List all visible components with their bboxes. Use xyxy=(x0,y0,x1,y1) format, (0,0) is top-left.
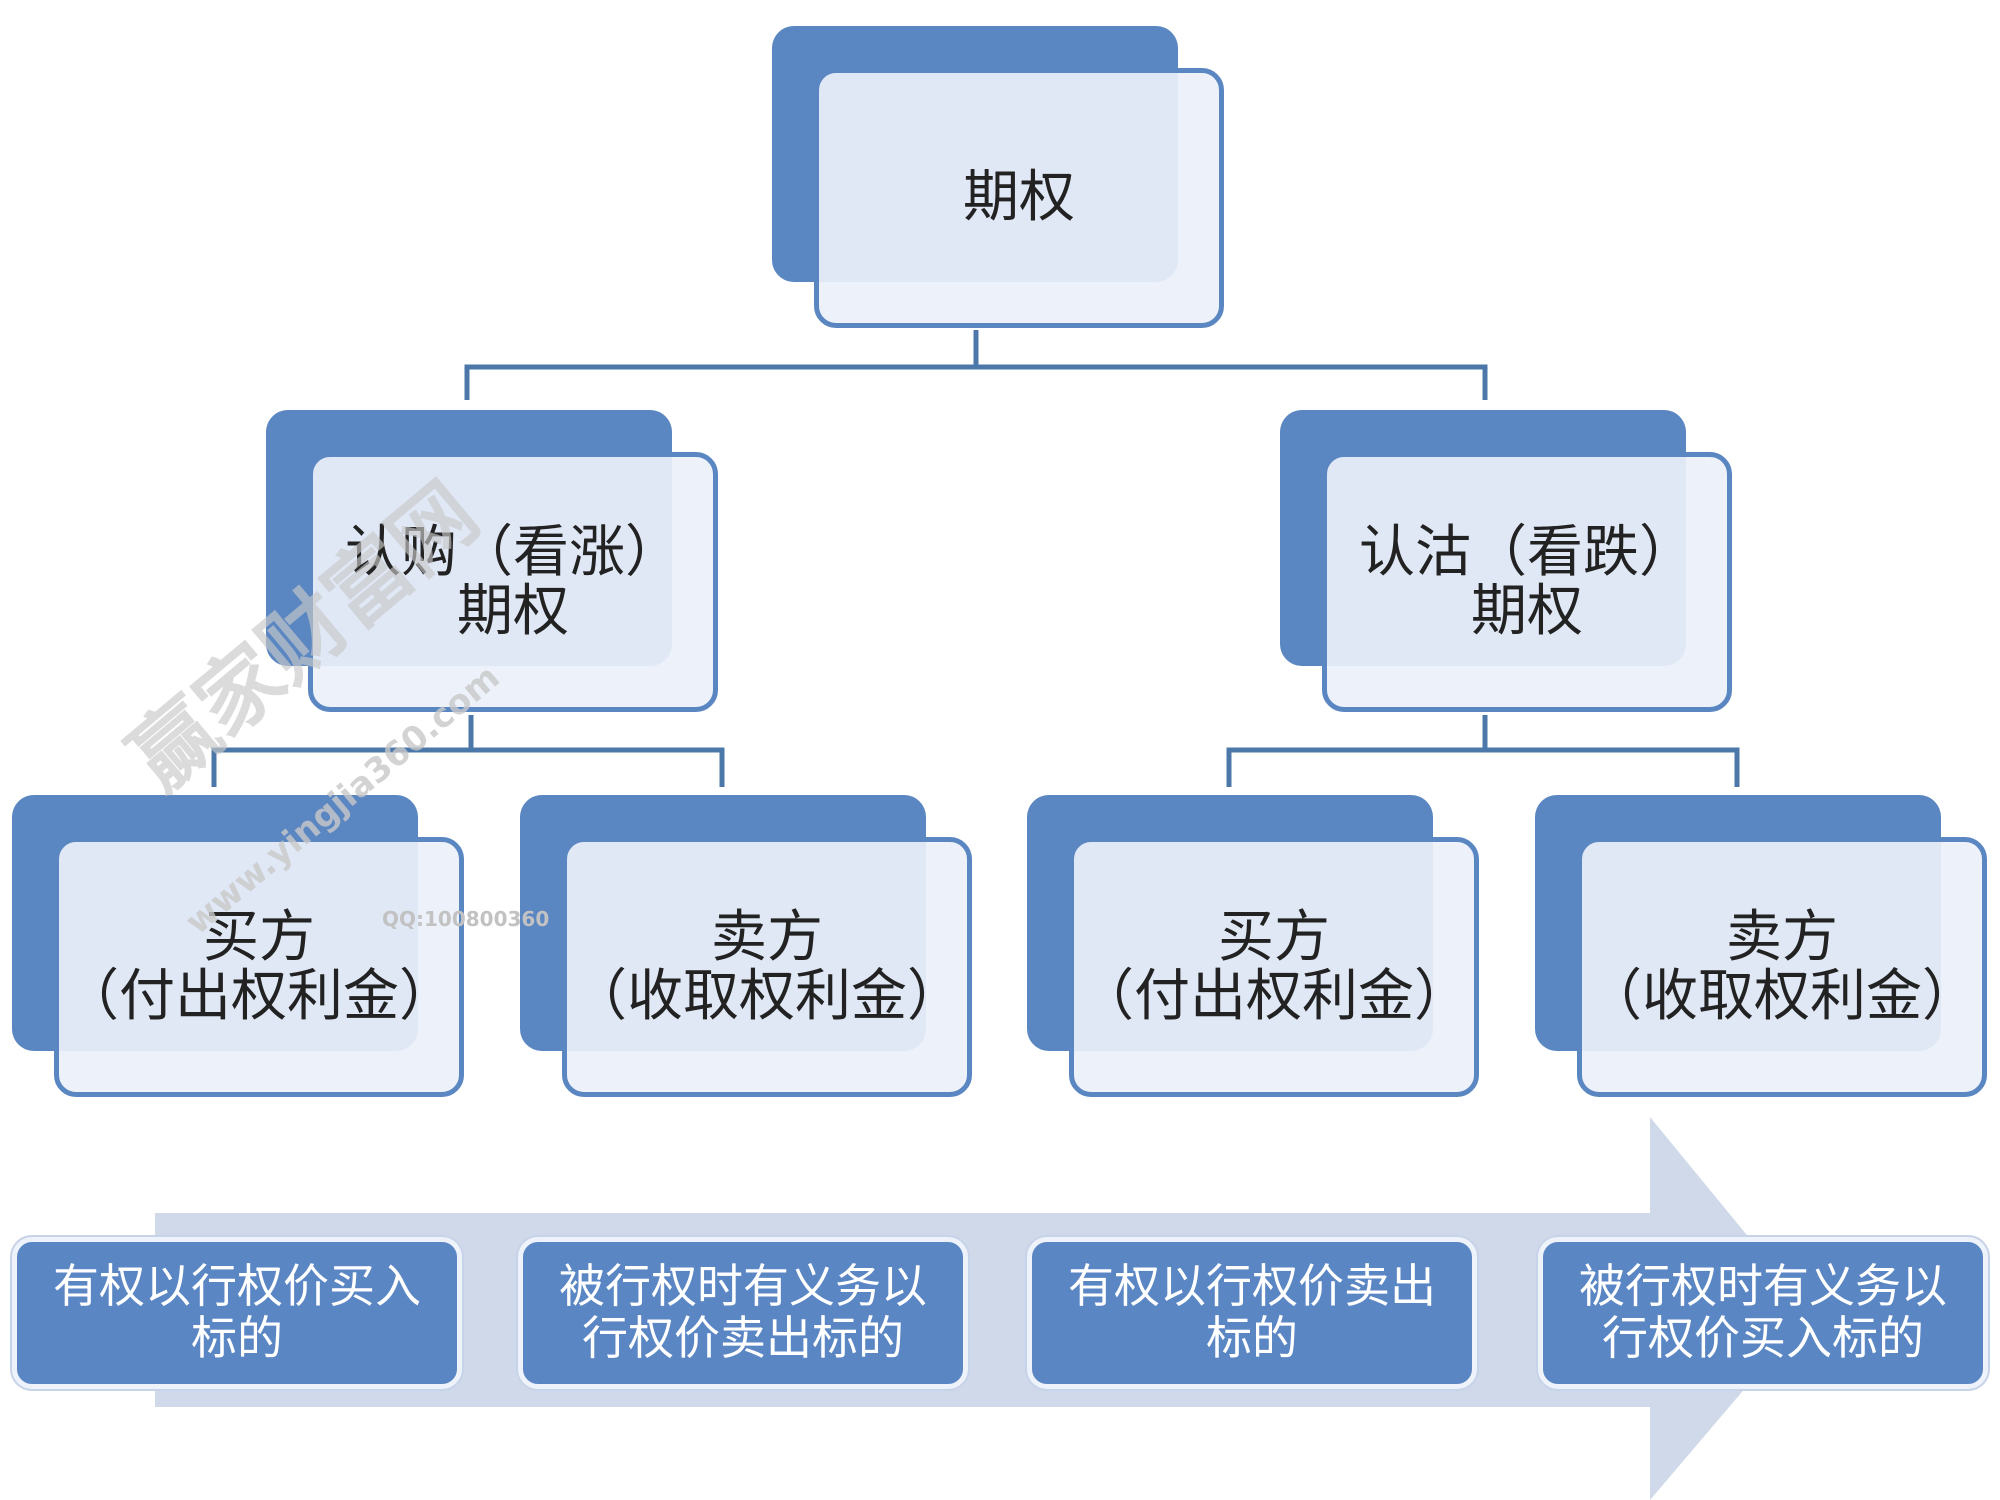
desc-call-buyer: 有权以行权价买入 标的 xyxy=(12,1237,462,1389)
node-put-label: 认沽（看跌） 期权 xyxy=(1322,452,1732,712)
watermark-qq: QQ:100800360 xyxy=(382,907,550,931)
node-put-seller-label: 卖方 （收取权利金） xyxy=(1577,837,1987,1097)
desc-put-seller: 被行权时有义务以 行权价买入标的 xyxy=(1538,1237,1988,1389)
connector-root xyxy=(464,330,1488,400)
desc-call-seller: 被行权时有义务以 行权价卖出标的 xyxy=(518,1237,968,1389)
connector-call xyxy=(211,715,725,787)
connector-put xyxy=(1226,715,1740,787)
node-put-buyer-label: 买方 （付出权利金） xyxy=(1069,837,1479,1097)
progress-arrow xyxy=(155,1117,1810,1500)
node-call-seller-label: 卖方 （收取权利金） xyxy=(562,837,972,1097)
node-call-label: 认购（看涨） 期权 xyxy=(308,452,718,712)
node-call-buyer-label: 买方 （付出权利金） xyxy=(54,837,464,1097)
desc-put-buyer: 有权以行权价卖出 标的 xyxy=(1027,1237,1477,1389)
node-root-label: 期权 xyxy=(814,68,1224,328)
